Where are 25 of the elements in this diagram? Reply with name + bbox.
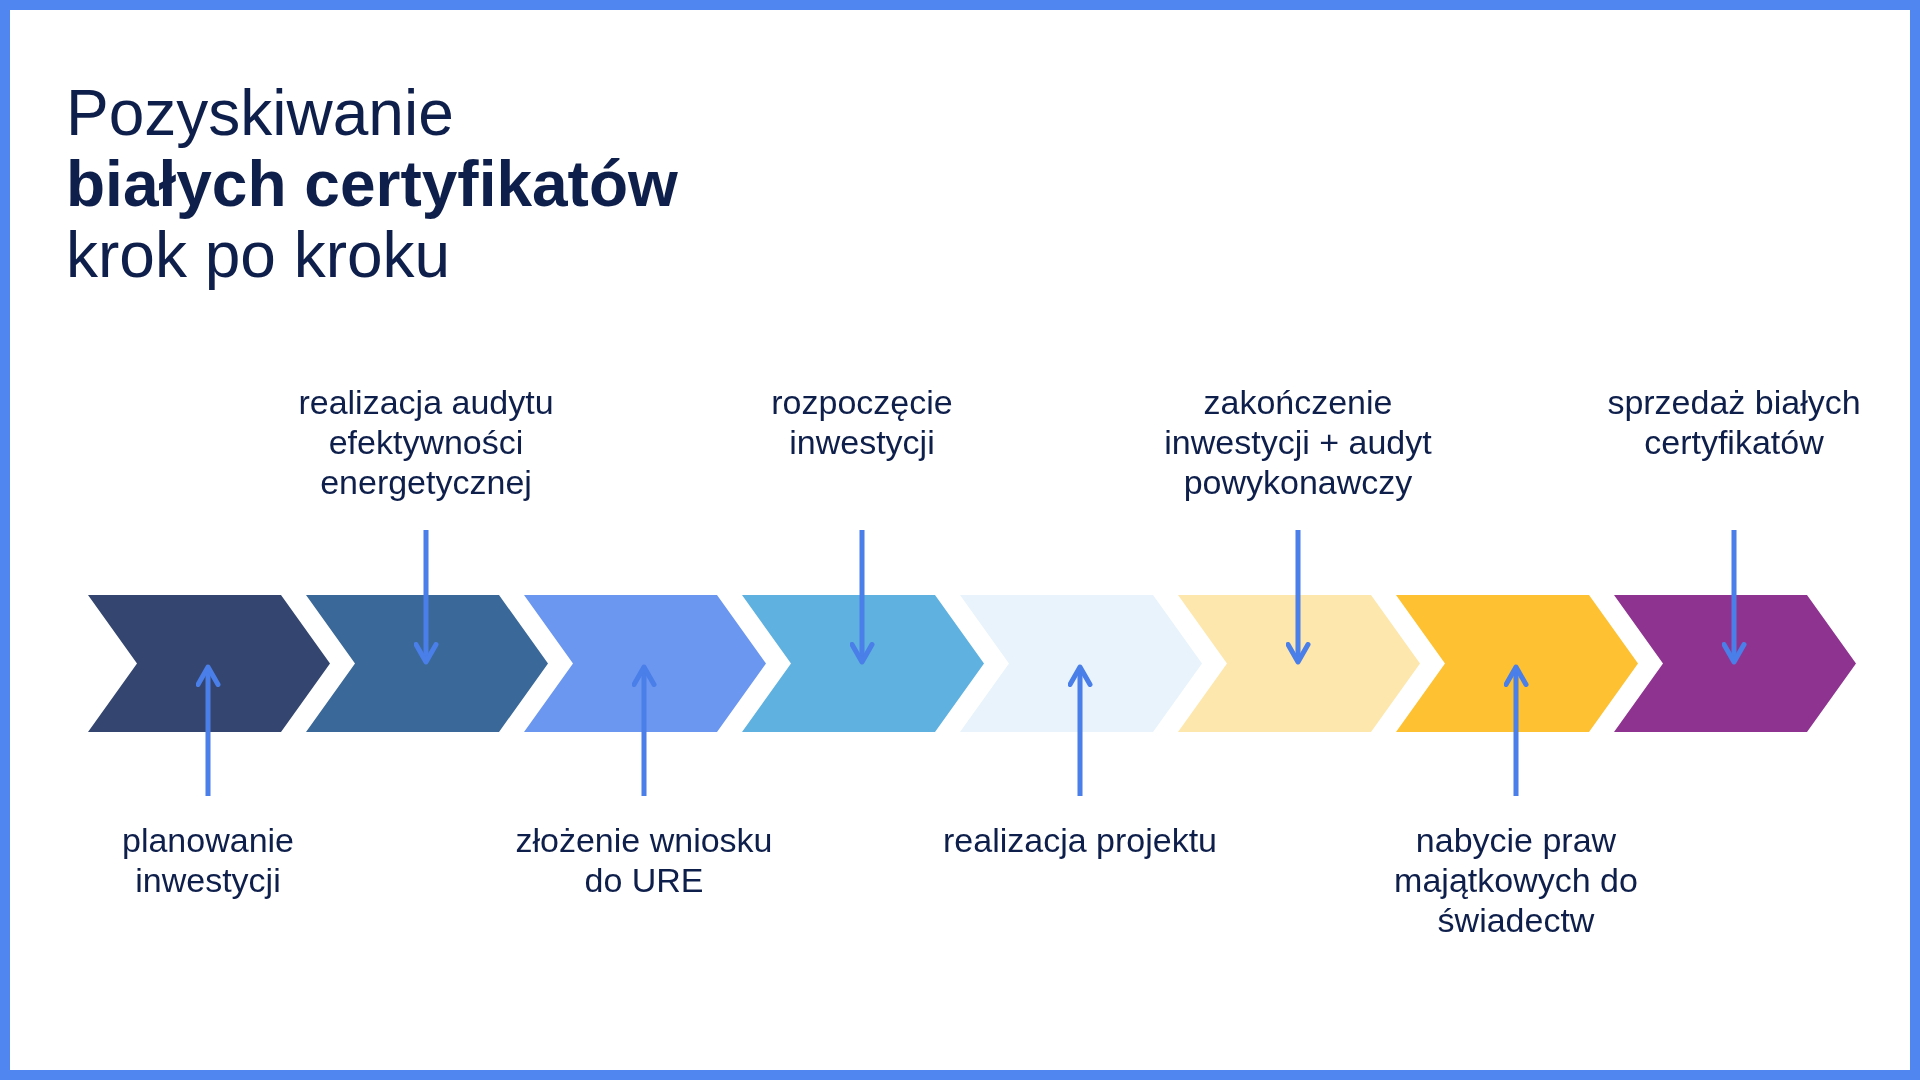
chevron-shape	[1178, 595, 1420, 732]
arrow	[195, 664, 221, 796]
step-label: rozpoczęcie inwestycji	[712, 382, 1012, 462]
title: Pozyskiwanie białych certyfikatów krok po kroku	[66, 78, 678, 291]
arrow	[1067, 664, 1093, 796]
chevron-shape	[1396, 595, 1638, 732]
chevron-shape	[1614, 595, 1856, 732]
arrow	[1721, 530, 1747, 665]
chevron-shape	[742, 595, 984, 732]
chevron-shape	[524, 595, 766, 732]
step-label: realizacja projektu	[943, 820, 1217, 860]
arrow	[631, 664, 657, 796]
chevron-shape	[960, 595, 1202, 732]
step-label: realizacja audytu efektywności energetycznej	[276, 382, 576, 502]
step-label: zakończenie inwestycji + audyt powykonawczy	[1148, 382, 1448, 502]
arrow	[1285, 530, 1311, 665]
arrow	[413, 530, 439, 665]
arrow	[849, 530, 875, 665]
step-label: nabycie praw majątkowych do świadectw	[1366, 820, 1666, 940]
chevron-shape	[306, 595, 548, 732]
arrow	[1503, 664, 1529, 796]
step-label: złożenie wniosku do URE	[494, 820, 794, 900]
step-label: sprzedaż białych certyfikatów	[1584, 382, 1884, 462]
chevron-shape	[88, 595, 330, 732]
step-label: planowanie inwestycji	[58, 820, 358, 900]
